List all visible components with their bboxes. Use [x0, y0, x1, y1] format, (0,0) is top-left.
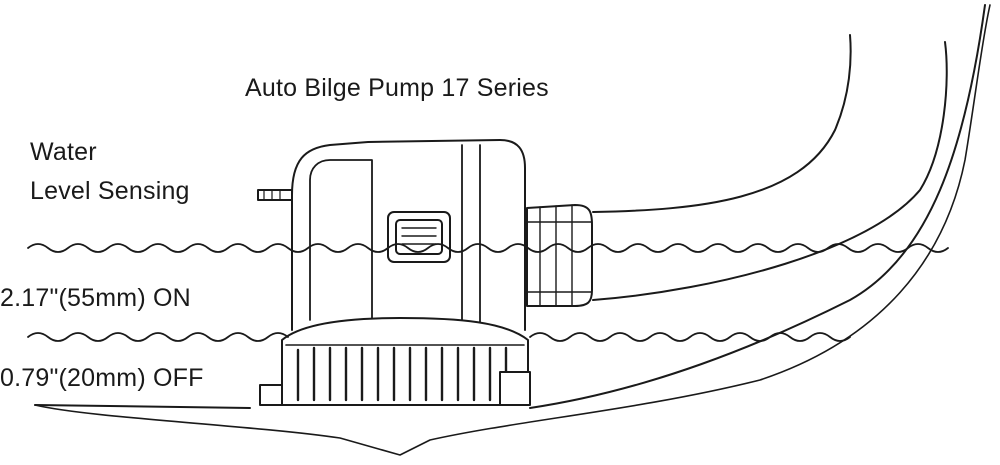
hull-outline — [34, 4, 986, 409]
diagram-title: Auto Bilge Pump 17 Series — [245, 74, 549, 102]
water-level-sensing-label: Water Level Sensing — [30, 133, 190, 211]
off-level-label: 0.79"(20mm) OFF — [0, 364, 204, 392]
sensing-label-line2: Level Sensing — [30, 177, 190, 205]
pump-vent — [387, 211, 451, 263]
sensing-label-line1: Water — [30, 138, 97, 166]
on-level-label: 2.17"(55mm) ON — [0, 284, 191, 312]
strainer-base — [281, 317, 529, 406]
water-line-off — [27, 332, 851, 342]
hose-lower — [592, 41, 948, 301]
hull-keel — [34, 4, 991, 456]
hose-upper — [592, 34, 852, 213]
hose-coupling — [526, 204, 593, 307]
sensor-nub — [257, 189, 293, 201]
water-line-on — [27, 243, 949, 253]
